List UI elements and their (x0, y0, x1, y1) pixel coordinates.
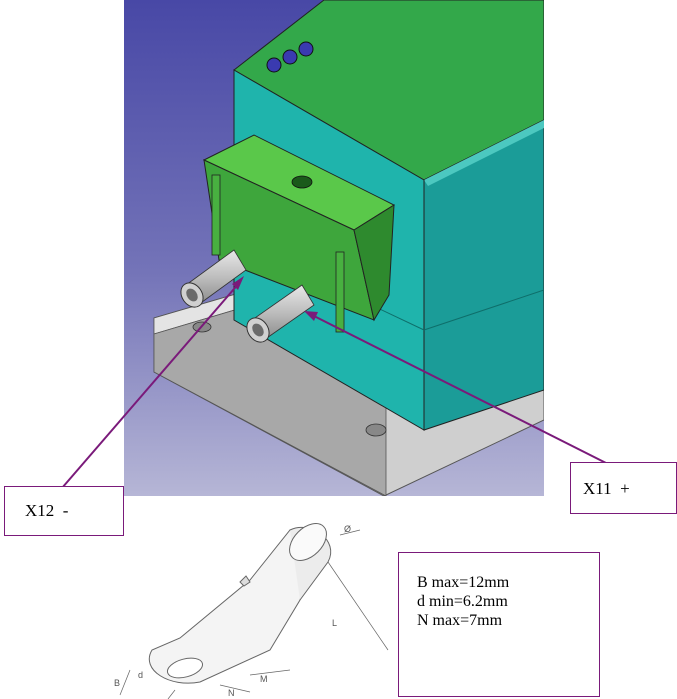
spec-d-min: d min=6.2mm (417, 593, 508, 610)
spec-n-max: N max=7mm (417, 612, 503, 629)
label-x12-text: X12 - (25, 501, 69, 520)
dim-b-text: B (114, 678, 120, 688)
dim-l-text: L (332, 618, 337, 628)
terminal-block (202, 134, 396, 333)
label-x11-positive: X11 + (570, 462, 677, 514)
label-x11-text: X11 + (583, 479, 630, 498)
dim-phi-text: Ø (344, 524, 351, 534)
dim-m-text: M (260, 674, 268, 684)
housing-render (124, 0, 544, 496)
cable-lug-drawing: B d N M L Ø (114, 523, 389, 699)
terminal-pin-x11 (246, 284, 315, 343)
lug-spec-box: B max=12mm d min=6.2mm N max=7mm (398, 552, 600, 697)
dim-d-text: d (138, 670, 143, 680)
spec-lines: B max=12mm d min=6.2mm N max=7mm (417, 573, 509, 630)
dim-n-text: N (228, 688, 235, 698)
spec-b-max: B max=12mm (417, 574, 510, 591)
label-x12-negative: X12 - (4, 486, 124, 536)
